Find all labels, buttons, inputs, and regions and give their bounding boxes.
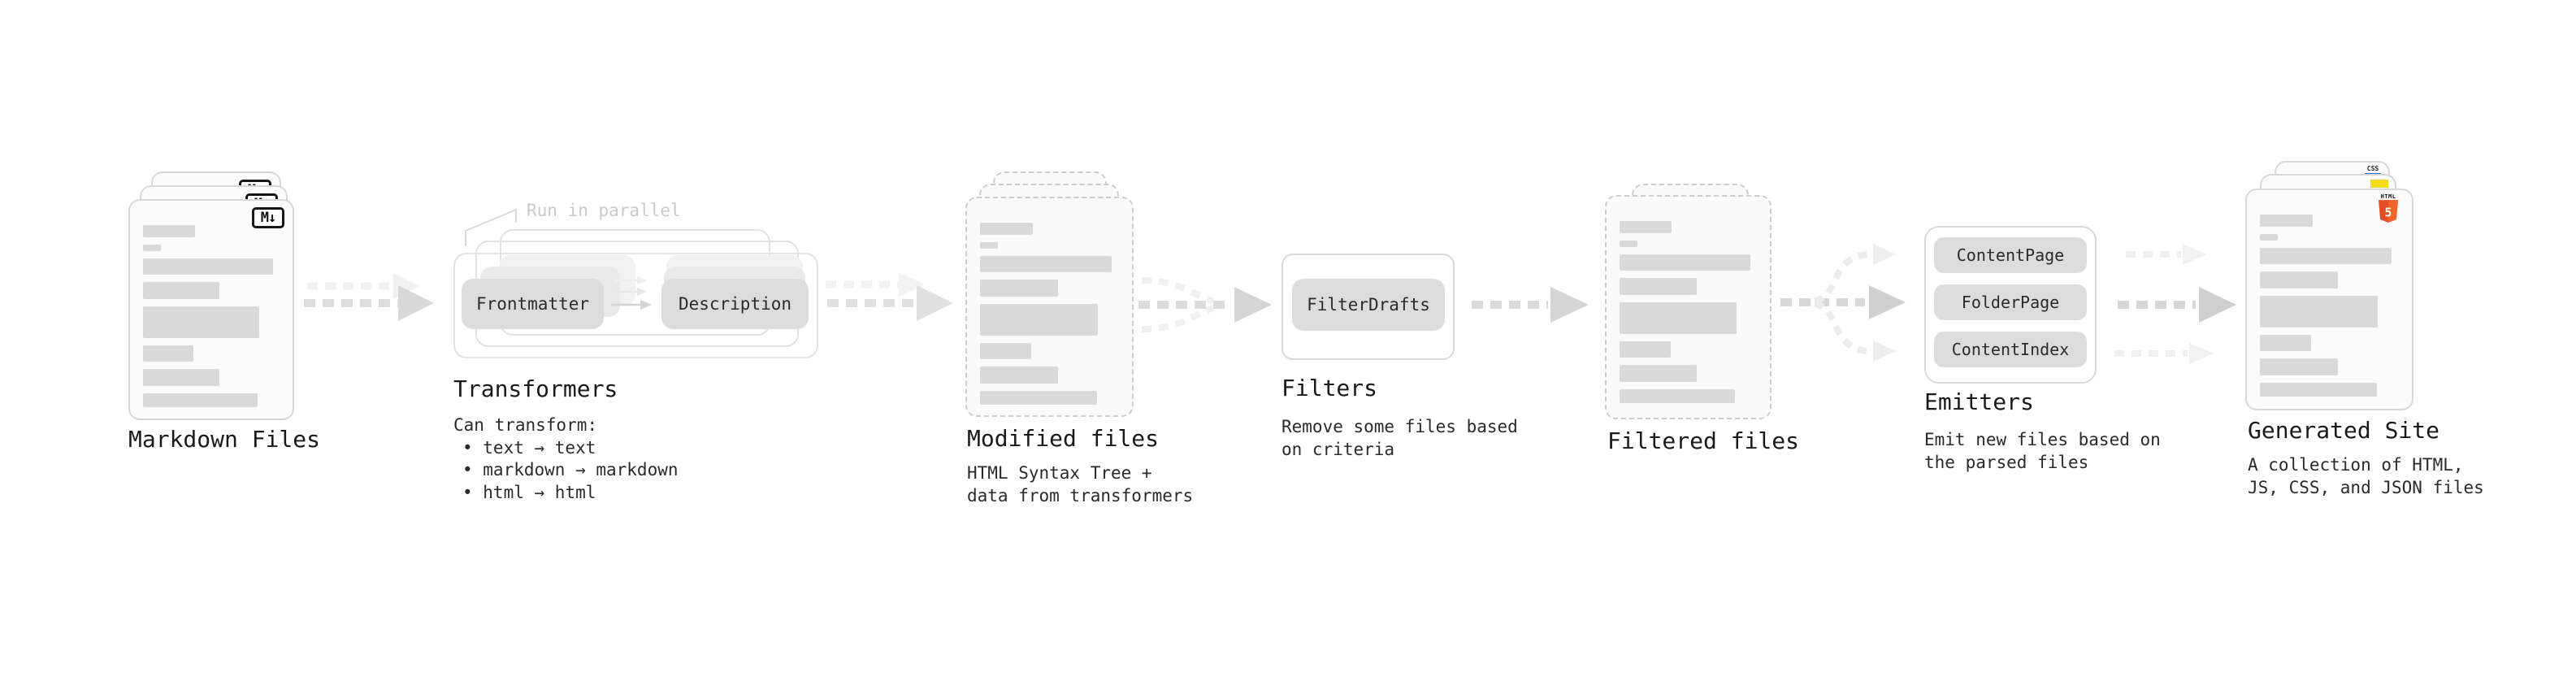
generated-description: A collection of HTML, JS, CSS, and JSON … — [2248, 454, 2484, 499]
text-line-bar — [2260, 248, 2392, 264]
run-in-parallel-note: Run in parallel — [527, 201, 681, 220]
text-line-bar — [1620, 254, 1750, 271]
text-line-bar — [2260, 335, 2312, 351]
text-line-bar — [2260, 271, 2338, 288]
document-text-skeleton — [2260, 215, 2399, 397]
js-file-icon — [2370, 180, 2388, 188]
generated-desc-line: JS, CSS, and JSON files — [2248, 477, 2484, 497]
stage-label-markdown-files: Markdown Files — [128, 426, 321, 453]
text-line-bar — [143, 225, 195, 237]
text-line-bar — [2260, 215, 2313, 227]
run-in-parallel-callout-line — [453, 205, 531, 249]
transformers-description: Can transform: • text → text • markdown … — [453, 414, 679, 504]
flow-arrow-filtered-to-emitters — [1776, 236, 1915, 378]
document-text-skeleton — [1620, 221, 1757, 403]
text-line-bar — [1620, 365, 1697, 382]
text-line-bar — [143, 393, 258, 407]
text-line-bar — [980, 223, 1033, 235]
stage-label-filtered-files: Filtered files — [1607, 427, 1800, 454]
emitters-description: Emit new files based on the parsed files — [1924, 429, 2161, 474]
text-line-bar — [143, 369, 220, 386]
flow-arrows-emitters-to-site — [2110, 236, 2246, 378]
modified-file-card-front — [965, 197, 1134, 417]
emitters-desc-line: the parsed files — [1924, 452, 2089, 472]
text-line-bar — [143, 282, 220, 299]
text-line-bar — [2260, 296, 2379, 327]
generated-desc-line: A collection of HTML, — [2248, 455, 2464, 475]
markdown-file-card-front: M↓ — [128, 199, 294, 420]
transformers-bullet: • text → text — [462, 437, 596, 458]
text-line-bar — [980, 367, 1058, 384]
html5-icon: HTML 5 — [2378, 193, 2399, 223]
modified-description: HTML Syntax Tree + data from transformer… — [967, 462, 1193, 507]
text-line-bar — [1620, 341, 1671, 358]
modified-desc-line: HTML Syntax Tree + — [967, 463, 1152, 483]
text-line-bar — [980, 256, 1112, 272]
text-line-bar — [143, 245, 161, 251]
modified-desc-line: data from transformers — [967, 485, 1194, 505]
filters-description: Remove some files based on criteria — [1281, 416, 1518, 461]
text-line-bar — [1620, 241, 1637, 247]
text-line-bar — [980, 280, 1058, 297]
emitter-pill-contentindex: ContentIndex — [1934, 332, 2087, 367]
transformer-inner-arrows — [608, 274, 658, 316]
text-line-bar — [980, 343, 1032, 359]
stage-label-transformers: Transformers — [453, 375, 618, 402]
text-line-bar — [143, 306, 259, 338]
transformers-desc-title: Can transform: — [453, 415, 598, 435]
generated-file-card-front: HTML 5 — [2245, 189, 2413, 410]
flow-arrow-transformers-to-modified — [817, 262, 960, 347]
text-line-bar — [1620, 278, 1697, 295]
stage-label-generated-site: Generated Site — [2248, 417, 2440, 444]
flow-arrow-modified-to-filters — [1134, 262, 1278, 351]
text-line-bar — [2260, 358, 2338, 375]
transformers-bullet: • html → html — [462, 482, 596, 502]
filters-desc-line: on criteria — [1281, 439, 1395, 459]
transformer-pill-description: Description — [661, 279, 809, 329]
css-icon-label: CSS — [2366, 165, 2379, 172]
filter-pill-filterdrafts: FilterDrafts — [1292, 279, 1445, 331]
text-line-bar — [1620, 221, 1672, 233]
stage-label-emitters: Emitters — [1924, 388, 2034, 415]
html5-icon-word: HTML — [2380, 193, 2396, 200]
text-line-bar — [980, 391, 1097, 405]
markdown-icon: M↓ — [252, 207, 284, 228]
document-text-skeleton — [980, 223, 1119, 405]
emitter-pill-folderpage: FolderPage — [1934, 284, 2087, 320]
filters-desc-line: Remove some files based — [1281, 417, 1518, 436]
text-line-bar — [980, 304, 1099, 336]
text-line-bar — [1620, 302, 1737, 334]
text-line-bar — [2260, 383, 2377, 397]
text-line-bar — [143, 258, 273, 275]
document-text-skeleton — [143, 225, 280, 407]
svg-text:5: 5 — [2385, 206, 2392, 219]
text-line-bar — [1620, 389, 1735, 403]
emitter-pill-contentpage: ContentPage — [1934, 237, 2087, 273]
stage-label-filters: Filters — [1281, 375, 1378, 401]
stage-label-modified-files: Modified files — [967, 425, 1160, 452]
flow-arrow-markdown-to-transformers — [297, 262, 444, 347]
text-line-bar — [2260, 234, 2279, 241]
text-line-bar — [143, 345, 194, 362]
filtered-file-card-front — [1605, 195, 1772, 419]
flow-arrow-filters-to-filtered — [1465, 283, 1595, 328]
emitters-desc-line: Emit new files based on — [1924, 430, 2161, 449]
transformer-pill-frontmatter: Frontmatter — [462, 279, 604, 329]
transformers-box-front — [453, 253, 818, 358]
text-line-bar — [980, 242, 999, 249]
transformers-bullet: • markdown → markdown — [462, 460, 679, 479]
